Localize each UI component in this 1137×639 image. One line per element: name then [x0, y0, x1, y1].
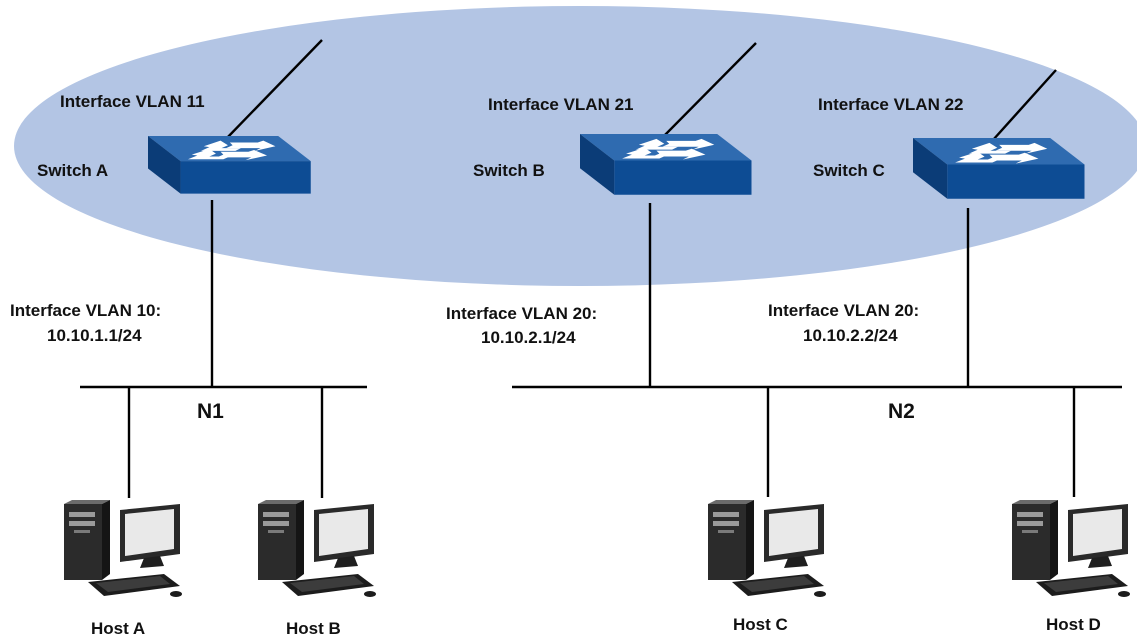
host-b-label: Host B: [286, 619, 341, 638]
switch-domain-cloud: [14, 6, 1137, 286]
switch-b-mgmt-interface-label: Interface VLAN 21: [488, 95, 634, 114]
switch-b-downlink-address-label: 10.10.2.1/24: [481, 328, 576, 347]
host-a-computer-icon: [64, 500, 182, 597]
switch-c-downlink-interface-label: Interface VLAN 20:: [768, 301, 919, 320]
switch-a-icon: [148, 136, 311, 194]
host-d-computer-icon: [1012, 500, 1130, 597]
host-c-label: Host C: [733, 615, 788, 634]
switch-c-mgmt-interface-label: Interface VLAN 22: [818, 95, 964, 114]
switch-c-name-label: Switch C: [813, 161, 885, 180]
switch-c-downlink-address-label: 10.10.2.2/24: [803, 326, 898, 345]
switch-a-downlink-interface-label: Interface VLAN 10:: [10, 301, 161, 320]
switch-a-mgmt-interface-label: Interface VLAN 11: [60, 92, 205, 111]
switch-a-name-label: Switch A: [37, 161, 108, 180]
switch-c-icon: [913, 138, 1085, 199]
switch-b-downlink-interface-label: Interface VLAN 20:: [446, 304, 597, 323]
network-n1-label: N1: [197, 400, 224, 423]
host-d-label: Host D: [1046, 615, 1101, 634]
uplink-line-switch-b: [659, 42, 757, 141]
network-n2-label: N2: [888, 400, 915, 423]
switch-b-icon: [580, 134, 752, 195]
uplink-line-switch-c: [992, 69, 1057, 141]
switch-a-downlink-address-label: 10.10.1.1/24: [47, 326, 142, 345]
uplink-line-switch-a: [224, 39, 323, 141]
host-a-label: Host A: [91, 619, 145, 638]
switch-b-name-label: Switch B: [473, 161, 545, 180]
host-c-computer-icon: [708, 500, 826, 597]
host-b-computer-icon: [258, 500, 376, 597]
